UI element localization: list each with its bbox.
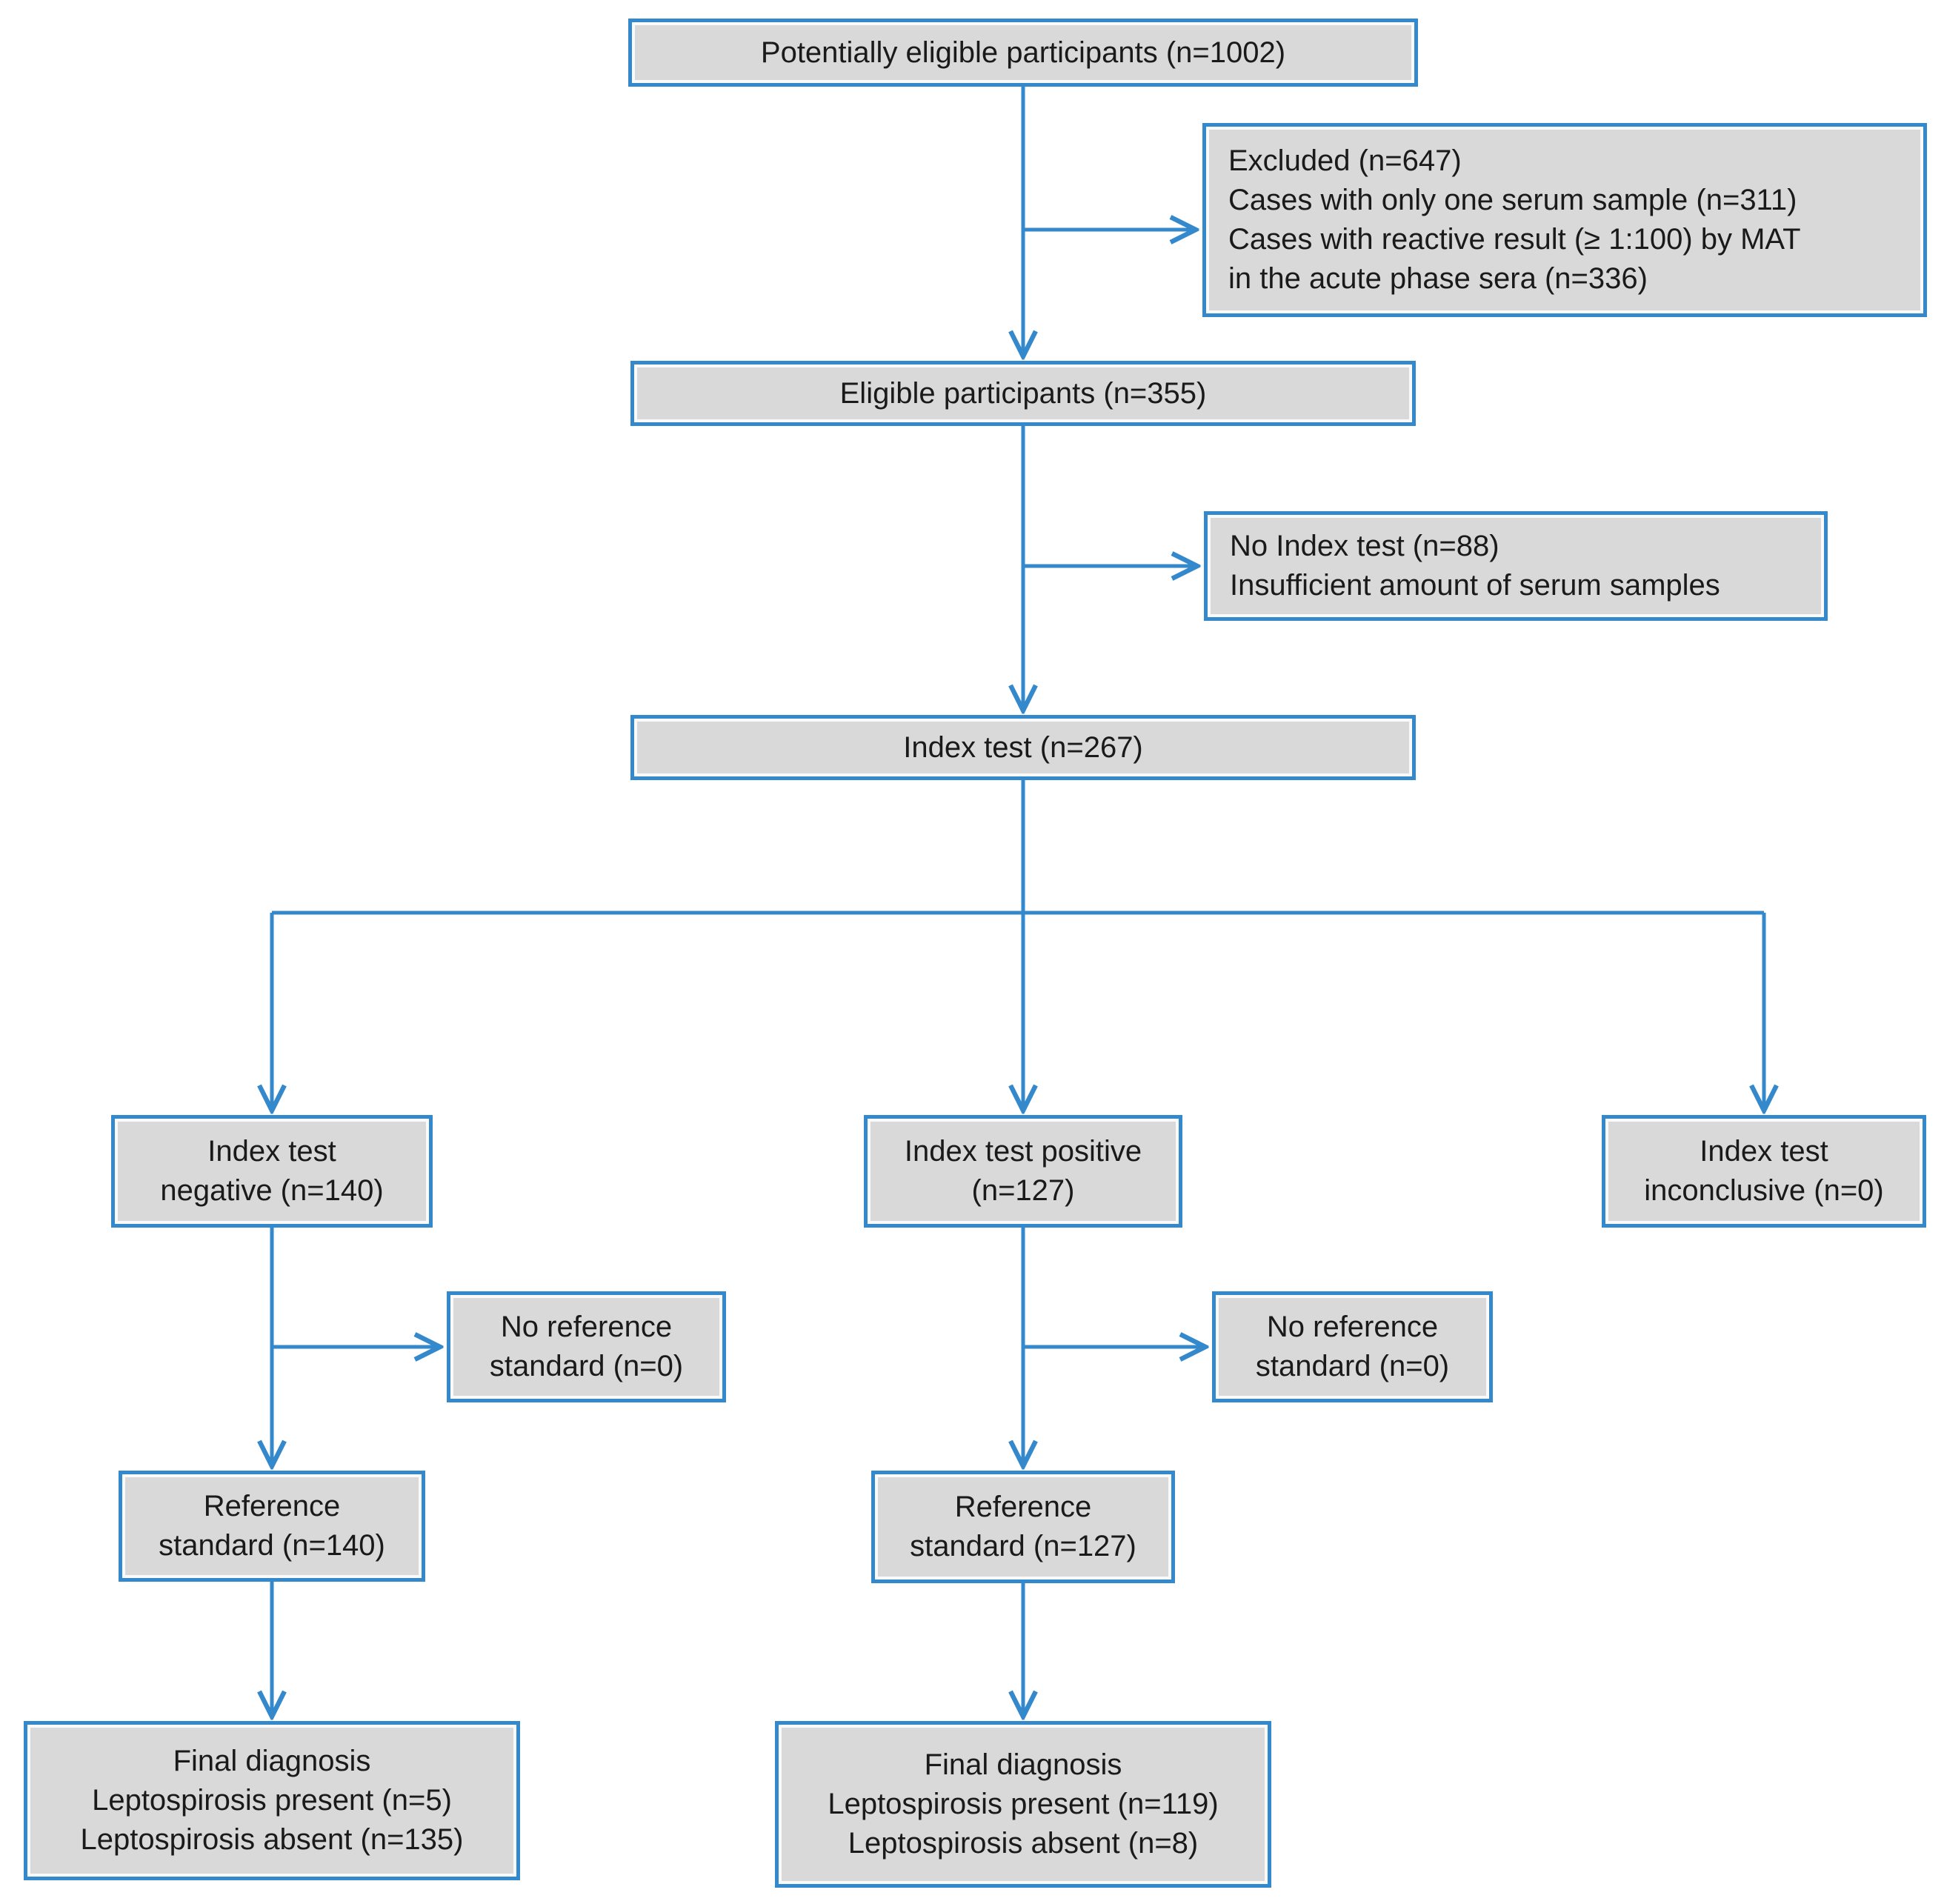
node-text: negative (n=140) xyxy=(160,1174,384,1207)
node-text: Leptospirosis present (n=119) xyxy=(828,1788,1219,1821)
node-text: Leptospirosis absent (n=135) xyxy=(80,1823,464,1856)
node-text: in the acute phase sera (n=336) xyxy=(1228,262,1648,295)
node-final-diagnosis-right: Final diagnosis Leptospirosis present (n… xyxy=(775,1721,1271,1888)
node-text: No Index test (n=88) xyxy=(1230,530,1499,563)
node-text: Reference xyxy=(203,1490,341,1523)
node-text: Insufficient amount of serum samples xyxy=(1230,569,1720,602)
node-text: Cases with only one serum sample (n=311) xyxy=(1228,184,1797,217)
node-text: Leptospirosis present (n=5) xyxy=(92,1784,452,1817)
node-text: inconclusive (n=0) xyxy=(1644,1174,1884,1207)
node-text: Index test xyxy=(1700,1135,1828,1168)
node-final-diagnosis-left: Final diagnosis Leptospirosis present (n… xyxy=(24,1721,520,1880)
node-text: Reference xyxy=(954,1491,1092,1524)
node-no-index-test: No Index test (n=88) Insufficient amount… xyxy=(1204,511,1828,621)
node-no-reference-right: No reference standard (n=0) xyxy=(1212,1291,1493,1402)
node-text: Index test (n=267) xyxy=(903,730,1143,764)
node-text: Potentially eligible participants (n=100… xyxy=(760,36,1286,69)
node-text: Index test positive xyxy=(904,1135,1142,1168)
node-text: Final diagnosis xyxy=(924,1748,1122,1782)
node-text: Leptospirosis absent (n=8) xyxy=(848,1826,1199,1860)
node-text: standard (n=0) xyxy=(489,1350,684,1382)
node-text: Eligible participants (n=355) xyxy=(839,376,1207,410)
node-eligible: Eligible participants (n=355) xyxy=(630,361,1416,426)
node-text: Excluded (n=647) xyxy=(1228,144,1462,178)
node-index-test: Index test (n=267) xyxy=(630,715,1416,780)
node-reference-left: Reference standard (n=140) xyxy=(119,1471,425,1582)
node-text: Index test xyxy=(207,1135,336,1168)
node-no-reference-left: No reference standard (n=0) xyxy=(447,1291,726,1402)
node-potentially-eligible: Potentially eligible participants (n=100… xyxy=(628,19,1418,87)
node-text: No reference xyxy=(500,1311,673,1344)
node-text: No reference xyxy=(1266,1311,1439,1344)
node-text: standard (n=140) xyxy=(159,1529,385,1562)
node-text: standard (n=127) xyxy=(910,1530,1136,1562)
node-text: standard (n=0) xyxy=(1255,1350,1450,1382)
node-index-inconclusive: Index test inconclusive (n=0) xyxy=(1602,1115,1926,1228)
node-reference-right: Reference standard (n=127) xyxy=(871,1471,1175,1583)
node-text: Final diagnosis xyxy=(173,1745,371,1778)
node-excluded: Excluded (n=647) Cases with only one ser… xyxy=(1202,123,1927,317)
node-text: Cases with reactive result (≥ 1:100) by … xyxy=(1228,223,1801,256)
node-index-positive: Index test positive (n=127) xyxy=(864,1115,1182,1228)
node-index-negative: Index test negative (n=140) xyxy=(111,1115,433,1228)
node-text: (n=127) xyxy=(971,1174,1075,1207)
